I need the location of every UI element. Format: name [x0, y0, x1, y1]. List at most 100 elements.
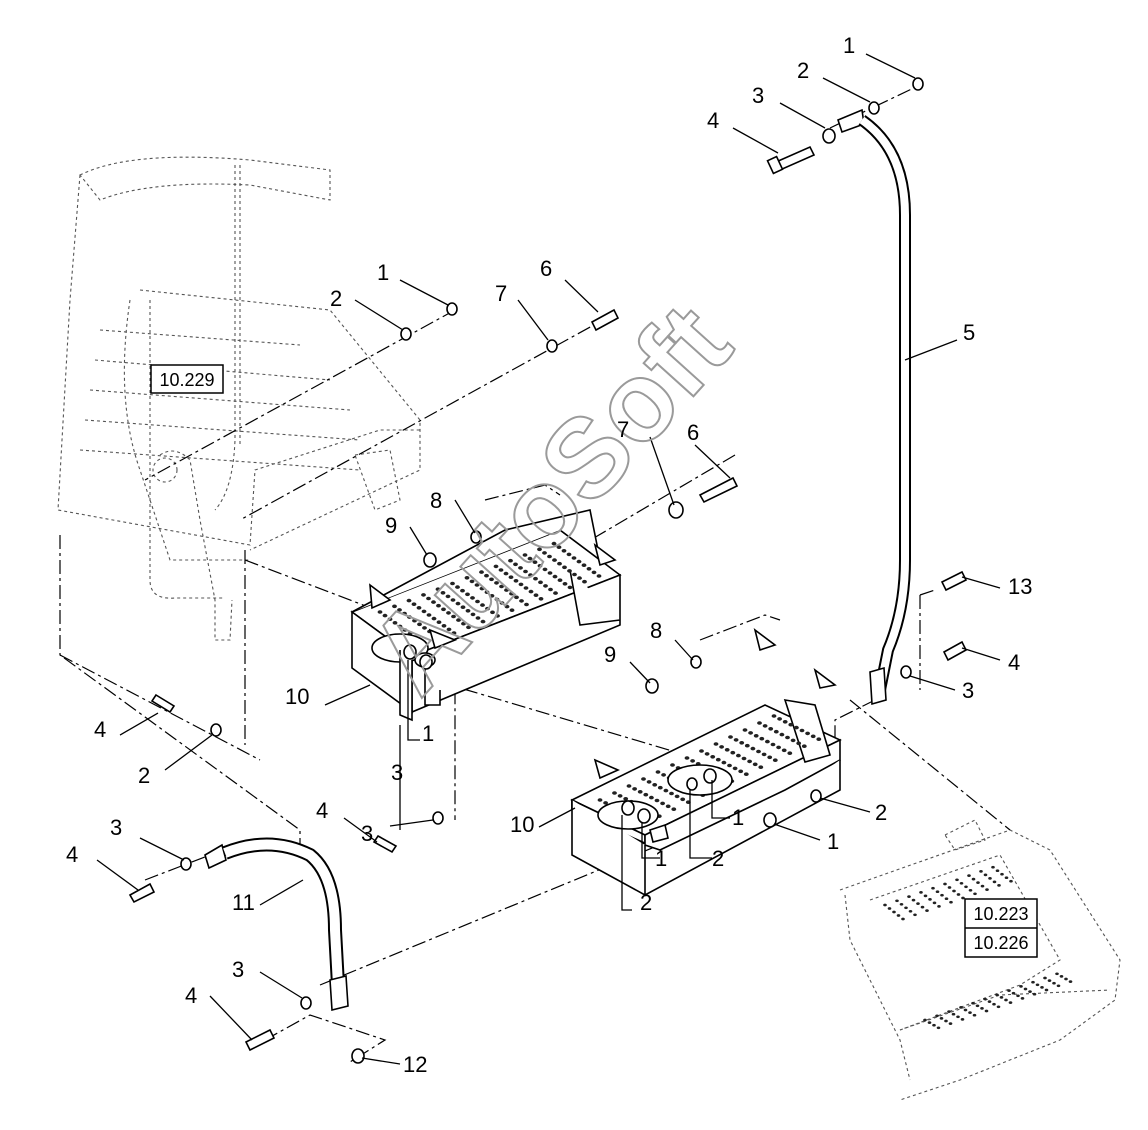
- perforation-hole: [939, 1017, 944, 1020]
- perforation-hole: [445, 594, 451, 599]
- perforation-hole: [612, 791, 617, 795]
- perforation-hole: [770, 742, 776, 747]
- perforation-hole: [441, 624, 447, 628]
- perforation-hole: [518, 582, 524, 587]
- perforation-hole: [911, 898, 916, 902]
- perforation-hole: [908, 909, 913, 913]
- perforation-hole: [465, 592, 470, 597]
- perforation-hole: [992, 880, 997, 884]
- perforation-hole: [528, 589, 534, 594]
- perforation-hole: [710, 755, 716, 759]
- callout: 1: [843, 33, 855, 58]
- perforation-hole: [904, 906, 908, 910]
- perforation-hole: [490, 610, 495, 615]
- perforation-hole: [728, 735, 733, 739]
- perforation-hole: [451, 631, 457, 635]
- perforation-hole: [788, 722, 794, 727]
- perforation-hole: [494, 581, 499, 585]
- perforation-hole: [964, 885, 968, 889]
- perforation-hole: [753, 734, 759, 738]
- perforation-hole: [660, 801, 665, 806]
- perforation-hole: [799, 728, 805, 733]
- callout: 4: [316, 798, 328, 823]
- perforation-hole: [1035, 983, 1040, 987]
- perforation-hole: [985, 888, 989, 891]
- perforation-hole: [1068, 980, 1073, 983]
- perforation-hole: [557, 578, 563, 582]
- perforation-hole: [971, 1001, 975, 1005]
- callout: 2: [138, 763, 150, 788]
- perforation-hole: [523, 569, 528, 574]
- callout: 11: [232, 890, 255, 915]
- callout: 2: [640, 890, 652, 915]
- perforation-hole: [538, 580, 543, 585]
- perforation-hole: [736, 753, 741, 758]
- perforation-hole: [944, 897, 949, 901]
- perforation-hole: [956, 893, 961, 896]
- perforation-hole: [406, 598, 412, 603]
- perforation-hole: [532, 560, 538, 564]
- perforation-hole: [441, 607, 446, 612]
- perforation-hole: [761, 752, 767, 757]
- perforation-hole: [561, 549, 567, 553]
- perforation-hole: [961, 896, 965, 900]
- perforation-hole: [431, 600, 436, 604]
- perforation-hole: [538, 597, 544, 601]
- perforation-hole: [397, 624, 403, 629]
- perforation-hole: [551, 541, 557, 546]
- perforation-hole: [988, 877, 992, 880]
- perforation-hole: [699, 749, 704, 753]
- perforation-hole: [949, 900, 953, 904]
- perforation-hole: [940, 893, 944, 897]
- perforation-hole: [943, 882, 947, 886]
- perforation-hole: [892, 910, 896, 914]
- perforation-hole: [779, 732, 785, 737]
- perforation-hole: [744, 743, 750, 748]
- perforation-hole: [623, 797, 629, 801]
- perforation-hole: [416, 606, 422, 610]
- perforation-hole: [932, 1023, 936, 1027]
- perforation-hole: [489, 577, 494, 582]
- perforation-hole: [671, 807, 677, 811]
- callout: 3: [391, 760, 403, 785]
- ref-label-10-229: 10.229: [159, 370, 214, 390]
- perforation-hole: [537, 547, 542, 552]
- perforation-hole: [597, 798, 603, 802]
- perforation-hole: [719, 745, 724, 749]
- perforation-hole: [641, 777, 646, 781]
- callout-labels: 1 2 3 4 5 1 2 7 6 6 7 8 9 10 1 3 8 9 10 …: [66, 33, 1032, 1077]
- perforation-hole: [519, 599, 524, 603]
- perforation-hole: [1032, 992, 1037, 996]
- perforation-hole: [1020, 997, 1025, 1000]
- callout: 9: [604, 642, 616, 667]
- perforation-hole: [1040, 986, 1044, 989]
- perforation-hole: [999, 996, 1004, 999]
- perforation-hole: [971, 877, 976, 881]
- perforation-hole: [460, 605, 466, 609]
- callout: 3: [232, 957, 244, 982]
- perforation-hole: [1016, 994, 1020, 998]
- perforation-hole: [765, 739, 770, 744]
- perforation-hole: [963, 1008, 968, 1012]
- perforation-hole: [997, 884, 1001, 887]
- perforation-hole: [646, 780, 652, 784]
- perforation-hole: [1043, 976, 1047, 980]
- perforation-hole: [504, 588, 509, 592]
- perforation-hole: [923, 894, 928, 898]
- perforation-hole: [548, 587, 553, 592]
- perforation-hole: [528, 573, 533, 577]
- perforation-hole: [895, 899, 899, 903]
- perforation-hole: [907, 895, 911, 898]
- perforation-hole: [567, 569, 572, 573]
- perforation-hole: [450, 598, 456, 602]
- perforation-hole: [509, 608, 515, 612]
- callout: 13: [1008, 574, 1032, 599]
- perforation-hole: [767, 755, 773, 760]
- perforation-hole: [503, 571, 509, 576]
- perforation-hole: [469, 579, 475, 584]
- perforation-hole: [513, 579, 519, 583]
- perforation-hole: [979, 870, 983, 873]
- front-step-box: [570, 628, 842, 897]
- perforation-hole: [426, 613, 432, 617]
- perforation-hole: [1004, 876, 1009, 880]
